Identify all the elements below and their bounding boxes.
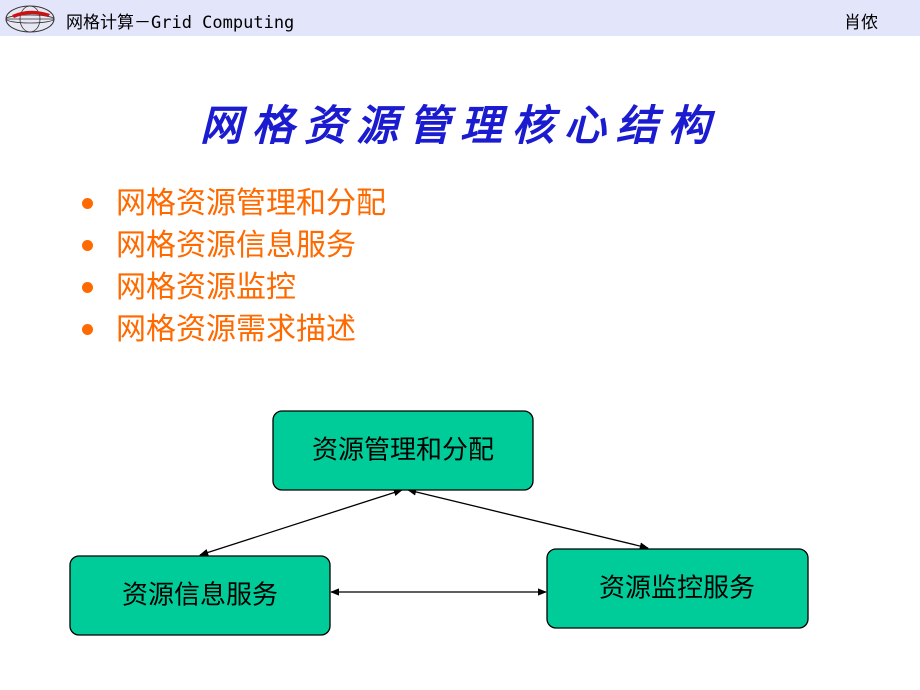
bullet-text: 网格资源信息服务 bbox=[116, 228, 356, 263]
bullet-item: 网格资源需求描述 bbox=[80, 309, 386, 351]
bullet-dot-icon bbox=[82, 198, 93, 209]
node-label: 资源管理和分配 bbox=[312, 436, 494, 466]
node-label: 资源信息服务 bbox=[122, 581, 278, 611]
bullet-dot-icon bbox=[82, 324, 93, 335]
header-bar: 网格计算－Grid Computing 肖侬 bbox=[0, 0, 920, 36]
bullet-dot-icon bbox=[82, 240, 93, 251]
bullet-dot-icon bbox=[82, 282, 93, 293]
edge-alloc-info-arrow bbox=[199, 489, 403, 556]
bullet-text: 网格资源管理和分配 bbox=[116, 186, 386, 221]
bullet-item: 网格资源管理和分配 bbox=[80, 183, 386, 225]
bullet-item: 网格资源监控 bbox=[80, 267, 386, 309]
bullet-text: 网格资源需求描述 bbox=[116, 312, 356, 347]
header-title: 网格计算－Grid Computing bbox=[66, 13, 295, 33]
bullet-text: 网格资源监控 bbox=[116, 270, 296, 305]
bullet-item: 网格资源信息服务 bbox=[80, 225, 386, 267]
header-author: 肖侬 bbox=[844, 13, 878, 33]
node-resource-info-service: 资源信息服务 bbox=[69, 555, 331, 636]
slide-title: 网格资源管理核心结构 bbox=[199, 101, 720, 150]
bullet-list: 网格资源管理和分配 网格资源信息服务 网格资源监控 网格资源需求描述 bbox=[80, 183, 386, 351]
edge-alloc-monitor-arrow bbox=[407, 488, 649, 550]
node-resource-allocation: 资源管理和分配 bbox=[272, 410, 534, 491]
globe-logo-icon bbox=[5, 5, 55, 33]
node-resource-monitor-service: 资源监控服务 bbox=[546, 548, 809, 629]
node-label: 资源监控服务 bbox=[599, 574, 755, 604]
